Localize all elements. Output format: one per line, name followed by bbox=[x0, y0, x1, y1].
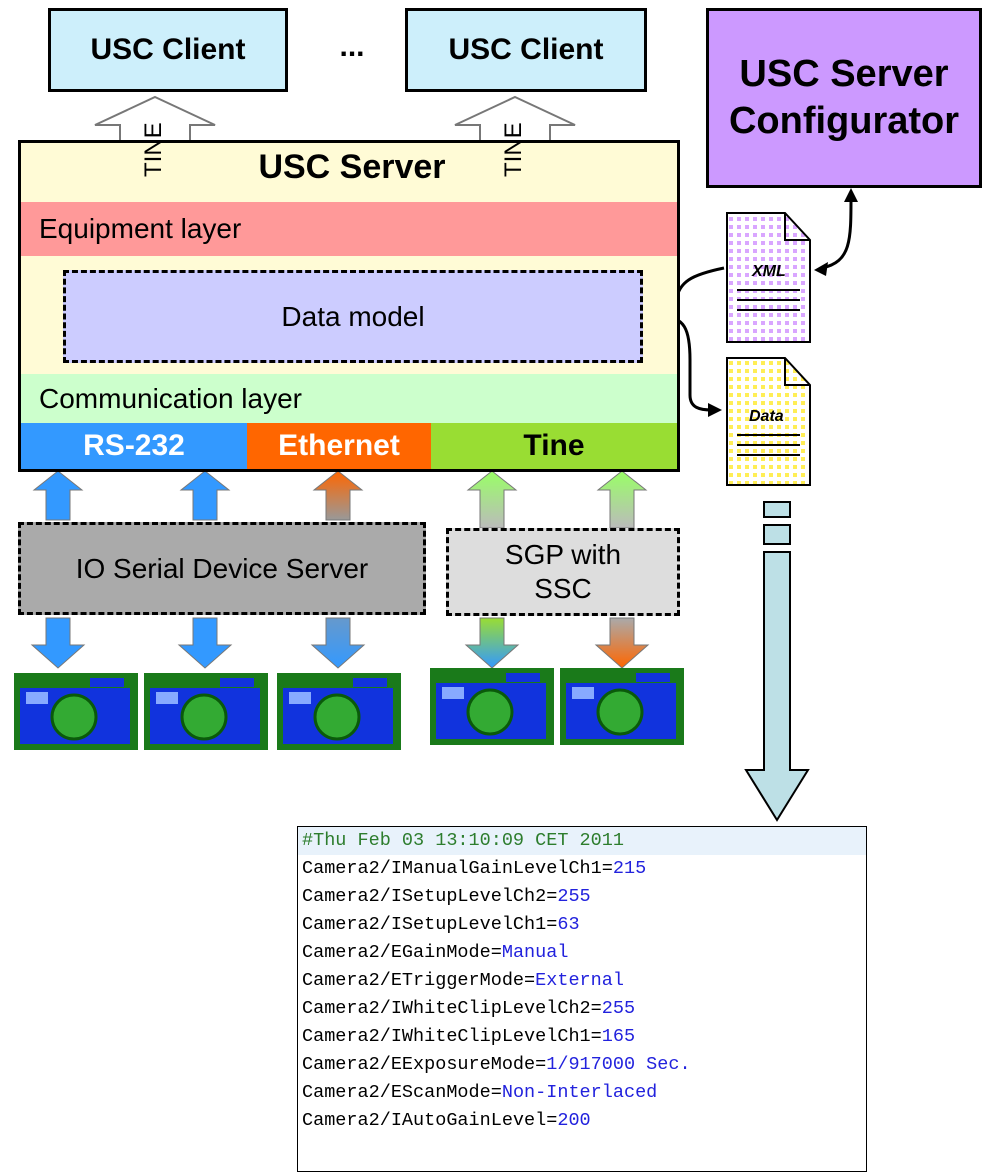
camera-arrow-4 bbox=[464, 617, 520, 669]
data-file-key: Camera2/EExposureMode= bbox=[302, 1054, 547, 1075]
data-file-key: Camera2/IManualGainLevelCh1= bbox=[302, 858, 613, 879]
data-file-key: Camera2/ETriggerMode= bbox=[302, 970, 536, 991]
rs232-arrow-2 bbox=[179, 470, 231, 521]
data-file-key: Camera2/EScanMode= bbox=[302, 1082, 502, 1103]
data-file-value: Non-Interlaced bbox=[501, 1082, 658, 1103]
data-file-view: #Thu Feb 03 13:10:09 CET 2011 Camera2/IM… bbox=[297, 826, 867, 1172]
xml-document-icon bbox=[726, 212, 811, 343]
io-serial-device-server[interactable]: IO Serial Device Server bbox=[18, 522, 426, 615]
data-file-line: Camera2/ISetupLevelCh2=255 bbox=[298, 883, 866, 911]
usc-server-title: USC Server bbox=[258, 148, 446, 186]
rs232-arrow-1 bbox=[32, 470, 84, 521]
usc-client-left[interactable]: USC Client bbox=[48, 8, 288, 92]
data-file-value: 63 bbox=[557, 914, 580, 935]
camera-icon-4 bbox=[430, 668, 554, 745]
io-serial-device-server-label: IO Serial Device Server bbox=[75, 552, 369, 584]
camera-icon-3 bbox=[277, 673, 401, 750]
data-file-value: 165 bbox=[601, 1026, 636, 1047]
data-model-label: Data model bbox=[281, 300, 425, 332]
usc-client-left-label: USC Client bbox=[90, 33, 246, 66]
data-file-value: External bbox=[535, 970, 624, 991]
data-file-value: 1/917000 Sec. bbox=[546, 1054, 691, 1075]
protocol-tine-label: Tine bbox=[523, 429, 585, 462]
data-file-line: Camera2/EExposureMode=1/917000 Sec. bbox=[298, 1051, 866, 1079]
usc-server-configurator[interactable]: USC Server Configurator bbox=[706, 8, 982, 188]
communication-layer: Communication layer bbox=[21, 374, 677, 423]
camera-icon-5 bbox=[560, 668, 684, 745]
data-file-line: Camera2/EScanMode=Non-Interlaced bbox=[298, 1079, 866, 1107]
equipment-layer: Equipment layer bbox=[21, 202, 677, 256]
data-file-value: 200 bbox=[557, 1110, 591, 1131]
usc-client-right-label: USC Client bbox=[448, 33, 604, 66]
camera-arrow-1 bbox=[30, 617, 86, 669]
clients-ellipsis: ... bbox=[339, 30, 365, 63]
usc-client-right[interactable]: USC Client bbox=[405, 8, 647, 92]
protocol-rs232-label: RS-232 bbox=[83, 429, 185, 462]
protocol-ethernet[interactable]: Ethernet bbox=[247, 423, 431, 469]
data-file-key: Camera2/IWhiteClipLevelCh2= bbox=[302, 998, 602, 1019]
tine-label-left: TINE bbox=[140, 122, 167, 177]
tine-arrow-down-2 bbox=[596, 470, 648, 529]
camera-arrow-3 bbox=[310, 617, 366, 669]
tine-arrow-down-1 bbox=[466, 470, 518, 529]
configurator-xml-connector bbox=[814, 188, 858, 276]
data-file-line: Camera2/IManualGainLevelCh1=215 bbox=[298, 855, 866, 883]
data-file-header: #Thu Feb 03 13:10:09 CET 2011 bbox=[298, 827, 866, 855]
data-document-icon bbox=[726, 357, 811, 486]
data-file-key: Camera2/IWhiteClipLevelCh1= bbox=[302, 1026, 602, 1047]
data-file-key: Camera2/ISetupLevelCh1= bbox=[302, 914, 558, 935]
data-file-value: 215 bbox=[612, 858, 647, 879]
data-file-line: Camera2/ETriggerMode=External bbox=[298, 967, 866, 995]
camera-icon-1 bbox=[14, 673, 138, 750]
data-file-key: Camera2/ISetupLevelCh2= bbox=[302, 886, 558, 907]
camera-icon-2 bbox=[144, 673, 268, 750]
camera-arrow-5 bbox=[594, 617, 650, 669]
communication-layer-label: Communication layer bbox=[39, 382, 302, 414]
data-file-key: Camera2/IAutoGainLevel= bbox=[302, 1110, 558, 1131]
usc-server: Equipment layer Data model Communication… bbox=[18, 140, 680, 472]
data-file-key: Camera2/EGainMode= bbox=[302, 942, 502, 963]
data-file-line: Camera2/IWhiteClipLevelCh2=255 bbox=[298, 995, 866, 1023]
equipment-layer-label: Equipment layer bbox=[39, 213, 242, 244]
data-file-line: Camera2/EGainMode=Manual bbox=[298, 939, 866, 967]
protocol-ethernet-label: Ethernet bbox=[278, 429, 400, 462]
protocol-rs232[interactable]: RS-232 bbox=[21, 423, 247, 469]
data-file-value: Manual bbox=[501, 942, 569, 963]
xml-label: XML bbox=[751, 263, 786, 280]
data-file-line: Camera2/IAutoGainLevel=200 bbox=[298, 1107, 866, 1135]
sgp-label-line1: SGP with bbox=[504, 539, 622, 571]
data-file-value: 255 bbox=[557, 886, 591, 907]
data-file-value: 255 bbox=[601, 998, 636, 1019]
sgp-with-ssc[interactable]: SGP with SSC bbox=[446, 528, 680, 616]
data-model[interactable]: Data model bbox=[63, 270, 643, 363]
protocol-tine[interactable]: Tine bbox=[431, 423, 677, 469]
configurator-line2: Configurator bbox=[728, 100, 960, 142]
data-file-line: Camera2/ISetupLevelCh1=63 bbox=[298, 911, 866, 939]
data-file-line: Camera2/IWhiteClipLevelCh1=165 bbox=[298, 1023, 866, 1051]
camera-arrow-2 bbox=[177, 617, 233, 669]
tine-label-right: TINE bbox=[500, 122, 527, 177]
sgp-label-line2: SSC bbox=[534, 573, 592, 604]
data-label: Data bbox=[749, 408, 784, 425]
ethernet-arrow-top bbox=[312, 470, 364, 521]
data-file-down-arrow bbox=[744, 501, 810, 822]
configurator-line1: USC Server bbox=[739, 52, 949, 95]
